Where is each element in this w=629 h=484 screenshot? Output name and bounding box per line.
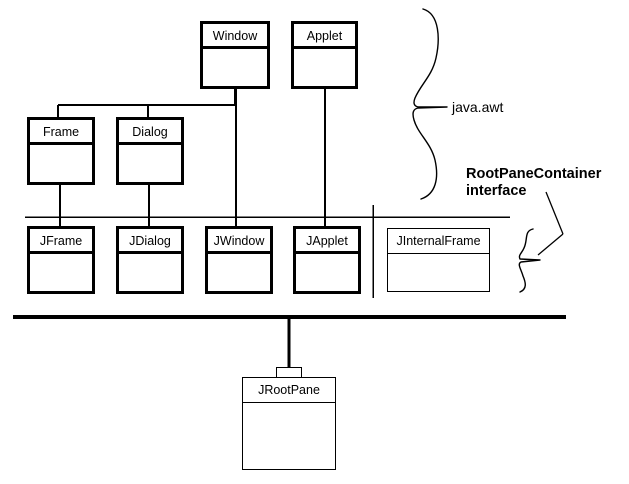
class-label-jinternalframe: JInternalFrame <box>388 229 489 254</box>
class-label-jdialog: JDialog <box>119 229 181 254</box>
class-box-frame[interactable]: Frame <box>27 117 95 185</box>
package-label-java-awt: java.awt <box>452 99 504 115</box>
class-label-japplet: JApplet <box>296 229 358 254</box>
brace-rootpane-container <box>518 228 541 293</box>
leader-arrowhead <box>537 233 564 256</box>
class-box-window[interactable]: Window <box>200 21 270 89</box>
class-box-japplet[interactable]: JApplet <box>293 226 361 294</box>
brace-java-awt <box>412 8 448 200</box>
class-label-jwindow: JWindow <box>208 229 270 254</box>
leader-line <box>545 191 564 235</box>
leader-rootpane-container <box>537 191 564 256</box>
class-box-jwindow[interactable]: JWindow <box>205 226 273 294</box>
connector-awt-to-swing <box>59 89 326 226</box>
connector-window-to-subclasses <box>57 89 236 117</box>
class-label-frame: Frame <box>30 120 92 145</box>
class-box-jinternalframe[interactable]: JInternalFrame <box>387 228 490 292</box>
interface-label-interface-keyword: interface <box>466 183 527 199</box>
class-box-jrootpane[interactable]: JRootPane <box>242 377 336 470</box>
class-box-dialog[interactable]: Dialog <box>116 117 184 185</box>
class-label-dialog: Dialog <box>119 120 181 145</box>
class-box-jdialog[interactable]: JDialog <box>116 226 184 294</box>
class-box-jframe[interactable]: JFrame <box>27 226 95 294</box>
class-label-jframe: JFrame <box>30 229 92 254</box>
class-label-jrootpane: JRootPane <box>243 378 335 403</box>
class-label-window: Window <box>203 24 267 49</box>
class-box-applet[interactable]: Applet <box>291 21 358 89</box>
class-label-applet: Applet <box>294 24 355 49</box>
interface-label-rootpanecontainer: RootPaneContainer <box>466 166 602 182</box>
